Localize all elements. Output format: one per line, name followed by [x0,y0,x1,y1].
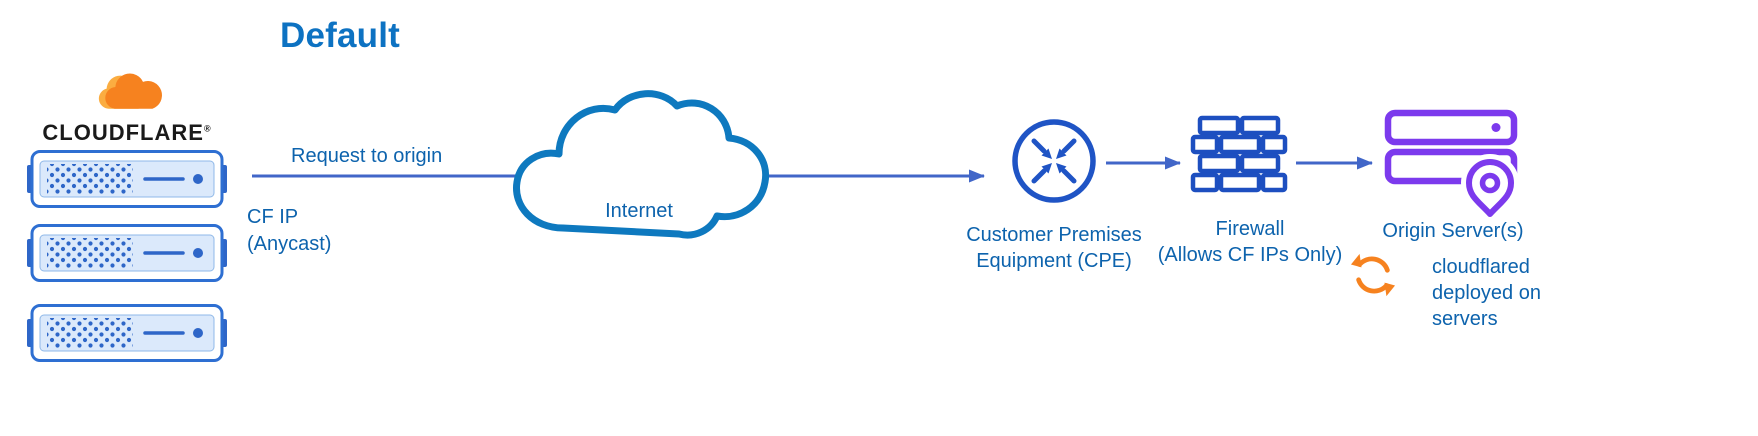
edge-server-icon-1 [27,150,227,208]
cloudflared-line-1: cloudflared [1432,256,1530,278]
firewall-icon [1190,115,1288,197]
cloudflare-cloud-icon [98,73,162,109]
cpe-label-line-2: Equipment (CPE) [976,250,1132,272]
cloudflare-wordmark: CLOUDFLARE® [26,120,228,146]
request-to-origin-label: Request to origin [291,145,443,167]
edge-server-icon-3 [27,304,227,362]
cloudflared-sync-icon [1350,252,1396,298]
brand-text: CLOUDFLARE [42,120,204,145]
internet-cloud-icon [513,90,770,239]
cpe-icon [1010,117,1098,205]
internet-label: Internet [605,200,673,222]
cf-ip-line: CF IP [247,206,299,228]
cpe-label-line-1: Customer Premises [966,224,1142,246]
internet-cloud: Internet [500,86,778,244]
edge-server-icon-2 [27,224,227,282]
cloudflare-logo: CLOUDFLARE® [26,66,228,146]
location-pin-icon [1461,154,1519,218]
firewall-label: Firewall (Allows CF IPs Only) [1140,216,1360,268]
anycast-line: (Anycast) [247,233,332,255]
firewall-label-line-1: Firewall [1215,218,1285,240]
origin-server-label: Origin Server(s) [1382,220,1524,242]
diagram-title: Default [280,16,401,55]
cloudflared-line-2: deployed on [1432,282,1541,304]
origin-server-icon [1383,108,1523,218]
firewall-label-line-2: (Allows CF IPs Only) [1157,244,1343,266]
cpe-label: Customer Premises Equipment (CPE) [949,222,1159,274]
cf-ip-anycast-label: CF IP (Anycast) [247,204,331,258]
cloudflared-label: cloudflared deployed on servers [1432,254,1541,332]
registered-mark: ® [203,123,212,134]
cloudflared-line-3: servers [1432,308,1498,330]
